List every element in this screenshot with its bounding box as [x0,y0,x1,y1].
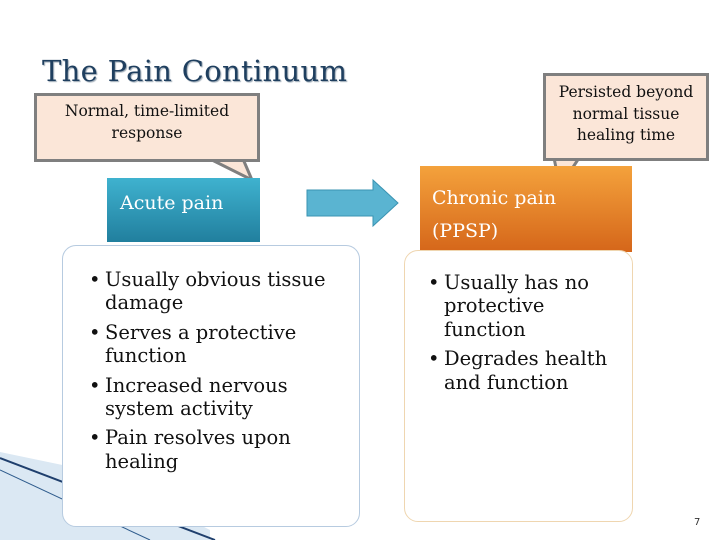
chronic-definition-text: Persisted beyond normal tissue healing t… [558,83,694,145]
chronic-definition-callout: Persisted beyond normal tissue healing t… [543,73,709,161]
slide-title: The Pain Continuum [42,54,348,88]
page-number: 7 [694,517,701,528]
left-callout-pointer [209,157,255,184]
transition-arrow [306,178,399,228]
acute-bullet: Serves a protective function [89,321,351,368]
chronic-pain-header-line2: (PPSP) [432,220,499,243]
chronic-bullet-list: Usually has no protective function Degra… [428,271,626,394]
chronic-bullet: Degrades health and function [428,347,626,394]
acute-bullet: Usually obvious tissue damage [89,268,351,315]
acute-pain-features: Usually obvious tissue damage Serves a p… [62,245,360,527]
acute-bullet: Increased nervous system activity [89,374,351,421]
acute-bullet-list: Usually obvious tissue damage Serves a p… [89,268,351,473]
acute-definition-callout: Normal, time-limited response [34,93,260,162]
acute-definition-text: Normal, time-limited response [64,102,230,142]
acute-pain-header-label: Acute pain [120,192,224,214]
chronic-bullet: Usually has no protective function [428,271,626,341]
chronic-pain-header-line1: Chronic pain [432,187,557,209]
acute-pain-header: Acute pain [107,178,260,242]
chronic-pain-features: Usually has no protective function Degra… [404,250,633,522]
chronic-pain-header: Chronic pain (PPSP) [420,166,632,252]
acute-bullet: Pain resolves upon healing [89,426,351,473]
